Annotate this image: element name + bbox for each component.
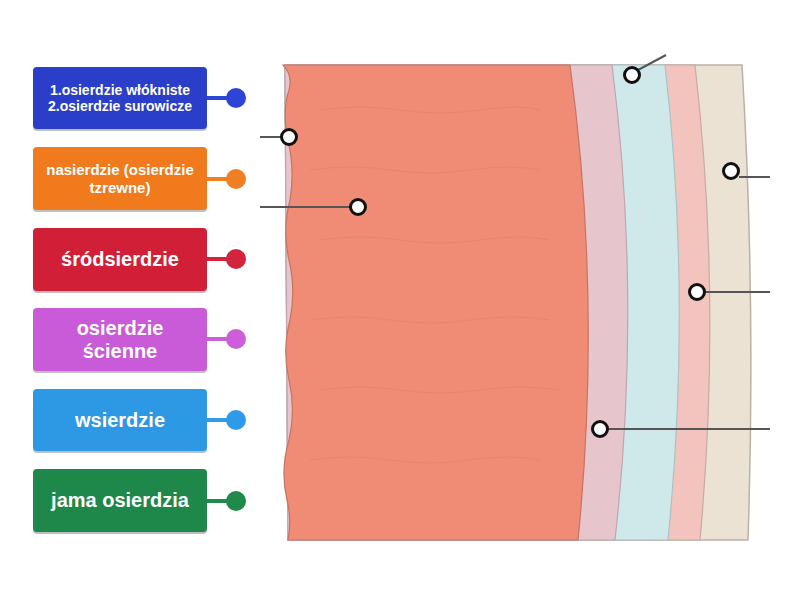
label-text: osierdzie ścienne <box>33 314 207 366</box>
label-box-endocardium: wsierdzie <box>33 389 207 451</box>
bottom-cut <box>270 541 770 555</box>
leader-lines <box>260 55 770 429</box>
hotspot-circles <box>282 68 739 437</box>
label-box-myocardium: śródsierdzie <box>33 228 207 291</box>
label-text: wsierdzie <box>69 406 171 435</box>
label-text: 1.osierdzie włókniste 2.osierdzie surowi… <box>33 79 207 117</box>
label-text: jama osierdzia <box>45 486 195 515</box>
label-tabs <box>205 88 246 511</box>
muscle-texture <box>310 107 560 463</box>
label-box-layers: 1.osierdzie włókniste 2.osierdzie surowi… <box>33 67 207 129</box>
label-box-cavity: jama osierdzia <box>33 469 207 532</box>
label-box-parietal: osierdzie ścienne <box>33 308 207 371</box>
myocardium <box>283 65 588 540</box>
label-box-epicardium: nasierdzie (osierdzie tzrewne) <box>33 147 207 210</box>
label-text: nasierdzie (osierdzie tzrewne) <box>33 158 207 199</box>
top-cut <box>270 50 770 64</box>
label-text: śródsierdzie <box>55 245 185 274</box>
